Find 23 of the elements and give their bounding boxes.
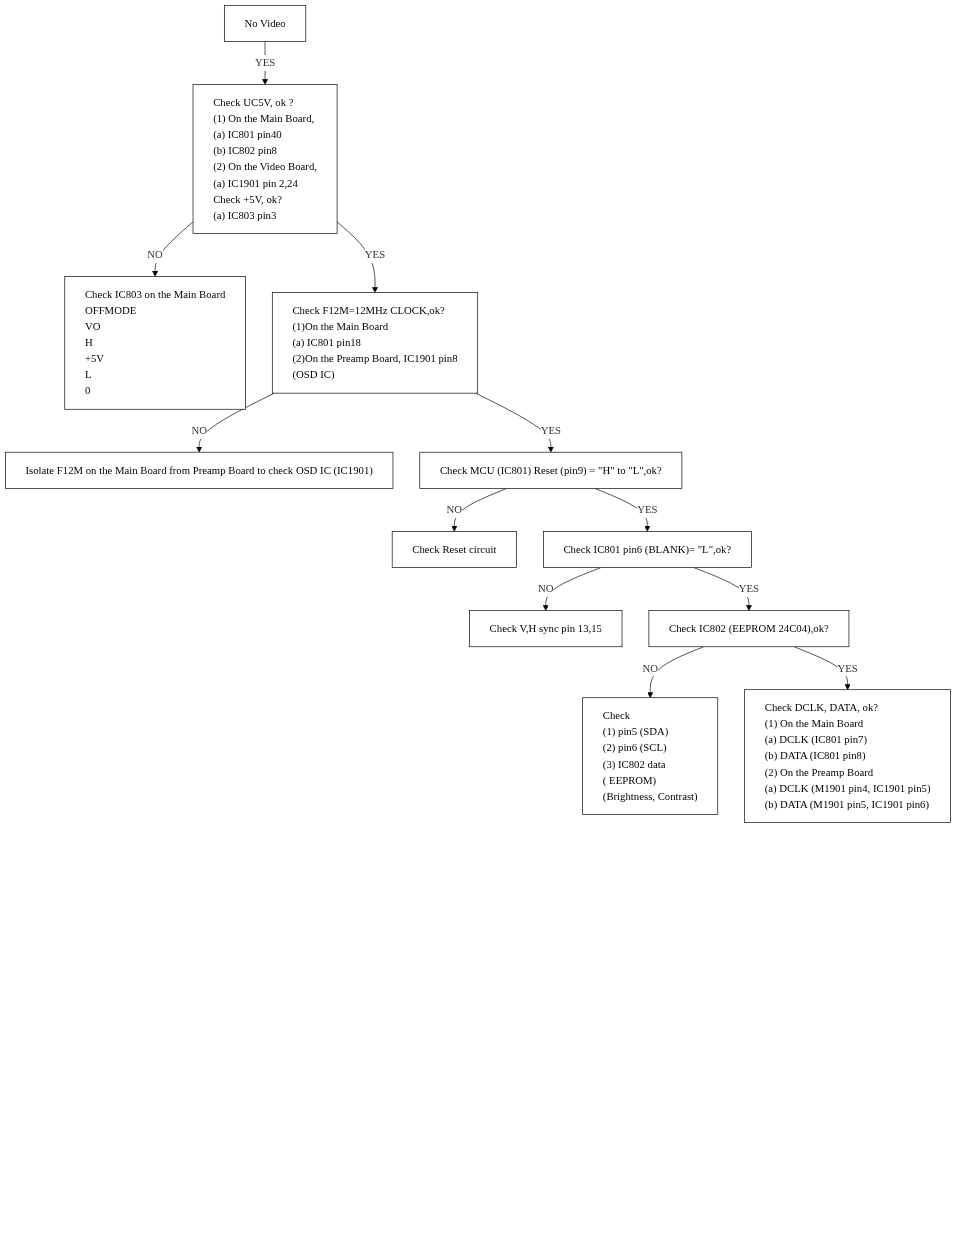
edge-label: NO: [147, 248, 163, 261]
edge-label: YES: [364, 248, 386, 261]
edge-label: YES: [540, 424, 561, 437]
node-box: Check F12M=12MHz CLOCK,ok? (1)On the Main Board (a) IC801 pin18 (2)On the Preamp Board, IC1901 pin8 (OSD IC): [271, 292, 479, 394]
node-box: No Video: [224, 5, 307, 42]
edge-label: YES: [254, 57, 276, 69]
node-box: Check V,H sync pin 13,15: [469, 610, 623, 648]
node-box: Check (1) pin5 (SDA) (2) pin6 (SCL) (3) IC802 data ( EEPROM) (Brightness, Contrast): [582, 697, 719, 815]
edge-label: YES: [837, 662, 858, 674]
node-box: Check IC803 on the Main Board OFFMODE VO H +5V L 0: [64, 276, 246, 410]
edge-label: NO: [446, 503, 463, 516]
node-box: Isolate F12M on the Main Board from Preamp Board to check OSD IC (IC1901): [5, 451, 394, 489]
edge-label: NO: [191, 424, 207, 437]
edge-label: YES: [637, 503, 658, 516]
node-box: Check DCLK, DATA, ok? (1) On the Main Board (a) DCLK (IC801 pin7) (b) DATA (IC801 pin8) (2) On the Preamp Board (a) DCLK (M1901 pin4, IC1901 pin5) (b) DATA (M1901 pin5, IC1901 pin6): [744, 689, 951, 823]
node-box: Check IC802 (EEPROM 24C04),ok?: [648, 610, 850, 648]
edge-label: NO: [538, 583, 554, 595]
node-box: Check Reset circuit: [391, 531, 517, 568]
edge-label: YES: [738, 583, 760, 595]
node-box: Check IC801 pin6 (BLANK)= "L",ok?: [543, 531, 752, 568]
edge-label: NO: [642, 662, 658, 674]
node-box: Check MCU (IC801) Reset (pin9) = "H" to "L",ok?: [419, 451, 683, 489]
node-box: Check UC5V, ok ? (1) On the Main Board, (a) IC801 pin40 (b) IC802 pin8 (2) On the Video Board, (a) IC1901 pin 2,24 Check +5V, ok? (a) IC803 pin3: [192, 84, 338, 234]
